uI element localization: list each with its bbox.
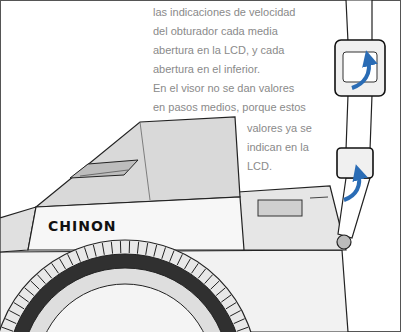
brand-name: CHINON bbox=[48, 218, 117, 234]
lens-ridge bbox=[234, 319, 245, 324]
lens-ridge bbox=[37, 275, 45, 284]
lens-ridge bbox=[230, 311, 241, 317]
lens-ridge bbox=[185, 259, 191, 269]
lens-ridge bbox=[211, 281, 220, 289]
lens-ridge bbox=[5, 319, 16, 324]
lens-ridge bbox=[137, 242, 138, 254]
lens-ridge bbox=[216, 288, 225, 296]
lens-ridge bbox=[19, 295, 29, 302]
lens-ridge bbox=[226, 303, 236, 309]
manual-text: abertura en el inferior. bbox=[152, 63, 261, 76]
lens-ridge bbox=[85, 247, 89, 258]
lens-ridge bbox=[237, 327, 248, 331]
lens-ridge bbox=[68, 254, 73, 265]
lens-ridge bbox=[9, 311, 20, 317]
lens-ridge bbox=[93, 245, 96, 257]
lens-ridge bbox=[111, 242, 112, 254]
manual-text: LCD. bbox=[246, 160, 273, 173]
lens-ridge bbox=[52, 263, 59, 273]
lens-ridge bbox=[198, 269, 205, 278]
lens-ridge bbox=[192, 263, 199, 273]
lens-ridge bbox=[44, 269, 51, 278]
manual-text: las indicaciones de velocidad bbox=[152, 6, 296, 19]
lens-ridge bbox=[60, 259, 66, 269]
lens-ridge bbox=[102, 243, 104, 255]
lens-ridge bbox=[14, 303, 24, 309]
lens-ridge bbox=[170, 251, 175, 262]
lens-ridge bbox=[177, 254, 182, 265]
lens-ridge bbox=[120, 241, 121, 253]
lens-ridge bbox=[154, 245, 157, 257]
manual-text: En el visor no se dan valores bbox=[152, 82, 295, 95]
manual-text: indican en la bbox=[246, 141, 310, 154]
manual-text: del obturador cada media bbox=[152, 25, 279, 38]
lens-ridge bbox=[76, 251, 81, 262]
lens-ridge bbox=[146, 243, 148, 255]
lens-ridge bbox=[2, 327, 13, 331]
lens-ridge bbox=[221, 295, 231, 302]
lens-ridge bbox=[25, 288, 34, 296]
lens-ridge bbox=[162, 247, 166, 258]
manual-text: en pasos medios, porque estos bbox=[152, 101, 307, 114]
lens-ridge bbox=[205, 275, 213, 284]
lens-ridge bbox=[31, 281, 40, 289]
lens-ridge bbox=[129, 241, 130, 253]
manual-text: valores ya se bbox=[246, 122, 313, 135]
manual-text: abertura en la LCD, y cada bbox=[152, 44, 285, 57]
